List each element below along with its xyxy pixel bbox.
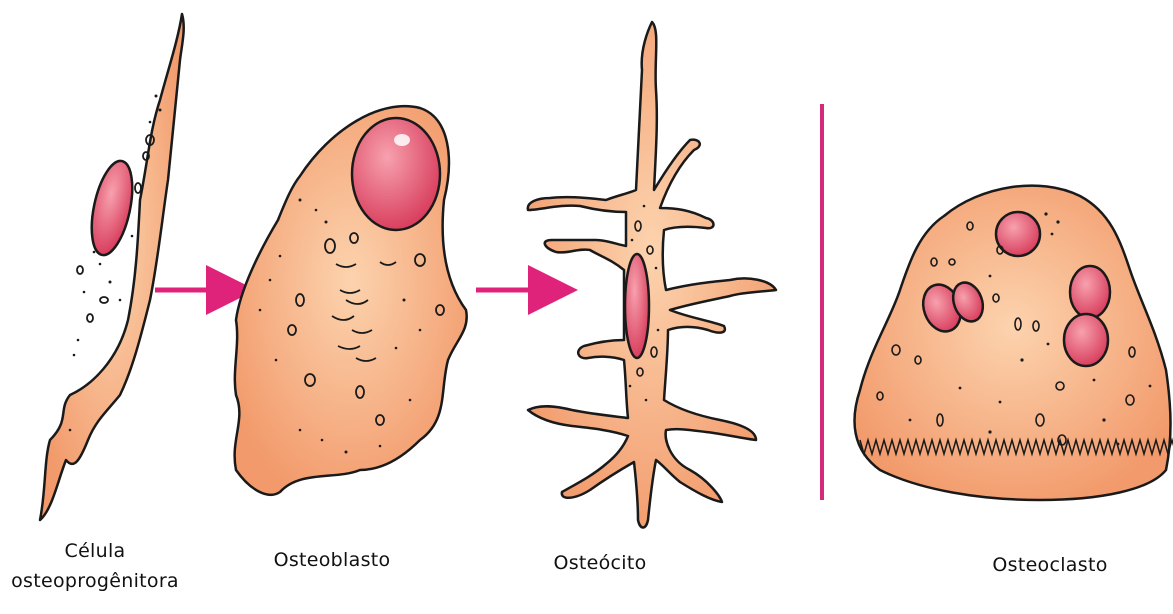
osteocyte-cell	[528, 22, 776, 528]
label-osteoprogenitor-line1: Célula	[0, 536, 190, 566]
progenitor-nucleus	[84, 157, 139, 258]
osteoprogenitor-cell	[40, 14, 184, 520]
osteoblast-nucleus	[352, 118, 440, 230]
label-osteoprogenitor-cell: Célula osteoprogênitora	[0, 536, 190, 596]
label-osteoblast: Osteoblasto	[222, 545, 442, 575]
label-osteocyte: Osteócito	[500, 548, 700, 578]
label-osteoclast: Osteoclasto	[940, 550, 1160, 580]
osteocyte-nucleus	[625, 254, 649, 358]
osteoblast-cell	[235, 106, 467, 495]
label-osteoprogenitor-line2: osteoprogênitora	[0, 566, 190, 596]
osteoclast-cell	[855, 186, 1173, 500]
